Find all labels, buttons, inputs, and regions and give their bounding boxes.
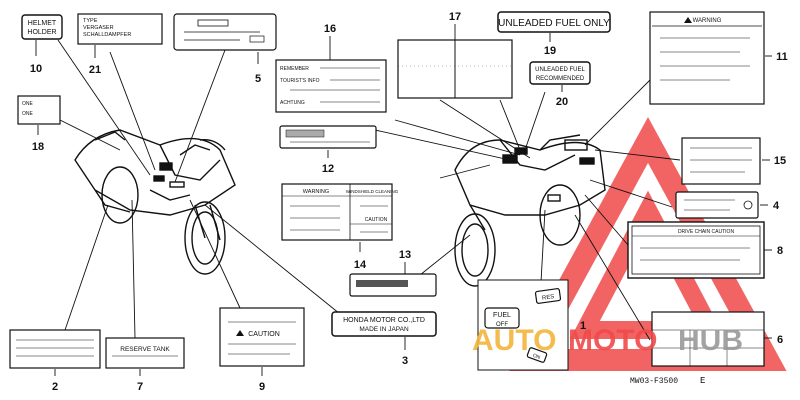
motorcycle-left [74,129,236,275]
label-9: CAUTION 9 [219,307,305,393]
label14-windshield: WINDSHIELD CLEANING [346,189,399,194]
callout-13: 13 [399,249,411,261]
callout-18: 18 [32,141,44,153]
label16-achtung: ACHTUNG [280,100,305,106]
unleaded-rec-line1: UNLEADED FUEL [535,67,585,73]
callout-4: 4 [773,200,780,212]
label11-warning: WARNING [693,18,722,24]
helmet-holder-line2: HOLDER [27,29,56,36]
fuel-tag-off: OFF [496,322,508,328]
label-type: TYPE VERGASER SCHALLDAMPFER 21 [77,13,163,76]
helmet-holder-line1: HELMET [28,20,57,27]
label8-title: DRIVE CHAIN CAUTION [678,229,735,235]
callout-7: 7 [137,381,143,393]
watermark-auto: AUTO [472,324,556,357]
label-4: 4 [675,191,780,219]
label-8: DRIVE CHAIN CAUTION 8 [627,221,783,279]
label16-remember: REMEMBER [280,66,309,72]
callout-3: 3 [402,355,408,367]
callout-16: 16 [324,23,336,35]
label-18: ONE ONE 18 [17,95,61,153]
unleaded-only-text: UNLEADED FUEL ONLY [498,18,610,29]
label-16: 16 REMEMBER TOURIST'S INFO ACHTUNG [275,23,387,113]
honda-line1: HONDA MOTOR CO.,LTD [343,317,425,324]
callout-6: 6 [777,334,783,346]
callout-14: 14 [354,259,367,271]
type-line3: SCHALLDAMPFER [83,32,131,38]
label9-caution: CAUTION [248,331,280,338]
callout-2: 2 [52,381,58,393]
part-code-suffix: E [700,376,705,386]
callout-17: 17 [449,11,461,23]
label-7: RESERVE TANK 7 [105,337,185,393]
callout-5: 5 [255,73,261,85]
reserve-tank-text: RESERVE TANK [120,346,170,353]
label-2: 2 [9,329,101,393]
motorcycle-right [454,134,606,287]
type-line1: TYPE [83,18,98,24]
watermark-hub: HUB [678,324,743,357]
watermark-moto: MOTO [568,324,657,357]
label16-info: TOURIST'S INFO [280,78,320,84]
label-3: HONDA MOTOR CO.,LTD MADE IN JAPAN 3 [331,311,437,367]
label-6: 6 [651,311,783,367]
label-15: 15 [681,137,786,185]
callout-21: 21 [89,64,101,76]
callout-9: 9 [259,381,265,393]
label14-warning: WARNING [303,189,329,195]
label-14: WARNING WINDSHIELD CLEANING CAUTION 14 [281,183,399,271]
callout-10: 10 [30,63,42,75]
label-17: 17 [397,11,513,99]
honda-line2: MADE IN JAPAN [359,326,409,333]
callout-11: 11 [776,51,788,63]
callout-15: 15 [774,155,786,167]
label-12: 12 [279,125,377,175]
leader-lines [57,39,681,341]
label-helmet-holder: HELMET HOLDER 10 [21,14,63,75]
part-code: MW03-F3500 E [630,376,705,386]
callout-1: 1 [580,320,586,332]
res-tag: RES [542,294,555,302]
label-20: UNLEADED FUEL RECOMMENDED 20 [529,61,591,108]
tire-line1: ONE [22,101,34,107]
unleaded-rec-line2: RECOMMENDED [536,76,585,82]
label14-caution: CAUTION [365,217,388,223]
part-code-text: MW03-F3500 [630,377,678,386]
fuel-tag-fuel: FUEL [493,312,511,319]
on-tag: ON [532,353,541,361]
label-19: UNLEADED FUEL ONLY 19 [497,11,611,57]
label-11: WARNING 11 [649,11,788,105]
callout-12: 12 [322,163,334,175]
callout-8: 8 [777,245,783,257]
label-5: 5 [173,13,277,85]
callout-19: 19 [544,45,556,57]
type-line2: VERGASER [83,25,114,31]
callout-20: 20 [556,96,568,108]
label-13: 13 [349,249,437,297]
tire-line2: ONE [22,111,34,117]
watermark-text: AUTO MOTO HUB [472,324,743,357]
label-1: FUEL OFF RES ON 1 [477,279,586,371]
